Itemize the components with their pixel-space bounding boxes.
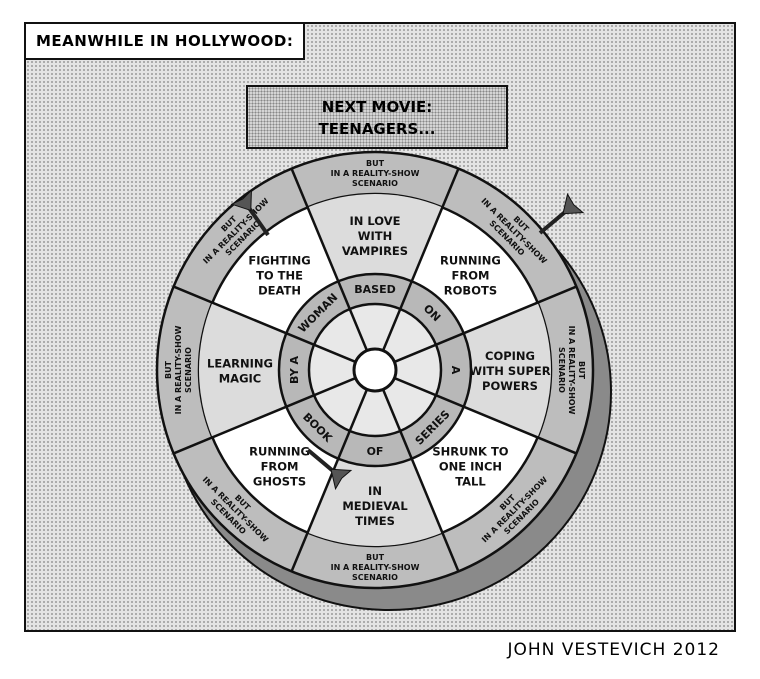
sector-divider — [381, 388, 460, 572]
sector-label-1: ROBOTS — [444, 284, 497, 298]
sector-label-0: WITH — [358, 229, 392, 243]
sector-label-1: RUNNING — [440, 254, 501, 268]
sector-label-4: IN — [368, 484, 382, 498]
outer-label-line: IN A REALITY-SHOW — [567, 326, 576, 415]
sector-label-4: MEDIEVAL — [342, 499, 408, 513]
sector-divider — [290, 388, 369, 572]
sector-label-7: TO THE — [256, 269, 303, 283]
sector-label-0: VAMPIRES — [342, 244, 408, 258]
sector-divider — [290, 168, 369, 352]
sector-label-2: WITH SUPER — [469, 364, 550, 378]
sign-line-1: NEXT MOVIE: — [321, 98, 433, 116]
dart-flight — [562, 192, 585, 215]
sector-label-2: COPING — [485, 349, 535, 363]
outer-label-line: SCENARIO — [557, 347, 566, 393]
sector-label-4: TIMES — [355, 514, 395, 528]
ring-word: BY A — [288, 355, 301, 384]
dart-flight — [330, 468, 353, 491]
sector-divider — [381, 168, 460, 352]
outer-label-line: IN A REALITY-SHOW — [174, 325, 183, 414]
sector-label-5: GHOSTS — [253, 474, 306, 488]
outer-label-line: IN A REALITY-SHOW — [331, 169, 420, 178]
dart-flight — [230, 189, 252, 212]
sector-label-3: SHRUNK TO — [432, 444, 508, 458]
dart-icon — [230, 189, 270, 237]
caption-box: MEANWHILE IN HOLLYWOOD: — [24, 22, 306, 60]
sector-label-3: TALL — [455, 474, 486, 488]
sector-label-7: FIGHTING — [248, 254, 310, 268]
outer-label-line: SCENARIO — [184, 347, 193, 393]
outer-label-line: IN A REALITY-SHOW — [331, 563, 420, 572]
sector-divider — [173, 285, 357, 364]
sector-label-3: ONE INCH — [439, 459, 502, 473]
dart-icon — [538, 192, 585, 235]
sector-label-6: LEARNING — [207, 357, 273, 371]
ring-word: OF — [367, 445, 384, 458]
sector-label-7: DEATH — [258, 284, 301, 298]
sector-label-5: FROM — [261, 459, 299, 473]
sector-label-0: IN LOVE — [349, 214, 400, 228]
dart-icon — [306, 448, 353, 491]
bullseye — [352, 347, 398, 393]
artist-credit: JOHN VESTEVICH 2012 — [507, 640, 720, 660]
movie-sign: NEXT MOVIE: TEENAGERS... — [246, 85, 508, 149]
outer-label-line: BUT — [164, 360, 173, 379]
outer-label-line: BUT — [366, 159, 385, 168]
sector-label-5: RUNNING — [249, 444, 310, 458]
sector-label-6: MAGIC — [219, 372, 262, 386]
sector-divider — [393, 376, 577, 455]
ring-word: A — [449, 366, 462, 375]
sector-divider — [393, 285, 577, 364]
outer-label-line: SCENARIO — [352, 179, 398, 188]
sector-divider — [173, 376, 357, 455]
outer-label-line: SCENARIO — [352, 573, 398, 582]
sign-line-2: TEENAGERS... — [318, 120, 436, 138]
ring-word: BASED — [354, 283, 395, 296]
sector-label-1: FROM — [451, 269, 489, 283]
outer-label-line: BUT — [366, 553, 385, 562]
sector-label-2: POWERS — [482, 379, 538, 393]
outer-label-line: BUT — [577, 361, 586, 380]
